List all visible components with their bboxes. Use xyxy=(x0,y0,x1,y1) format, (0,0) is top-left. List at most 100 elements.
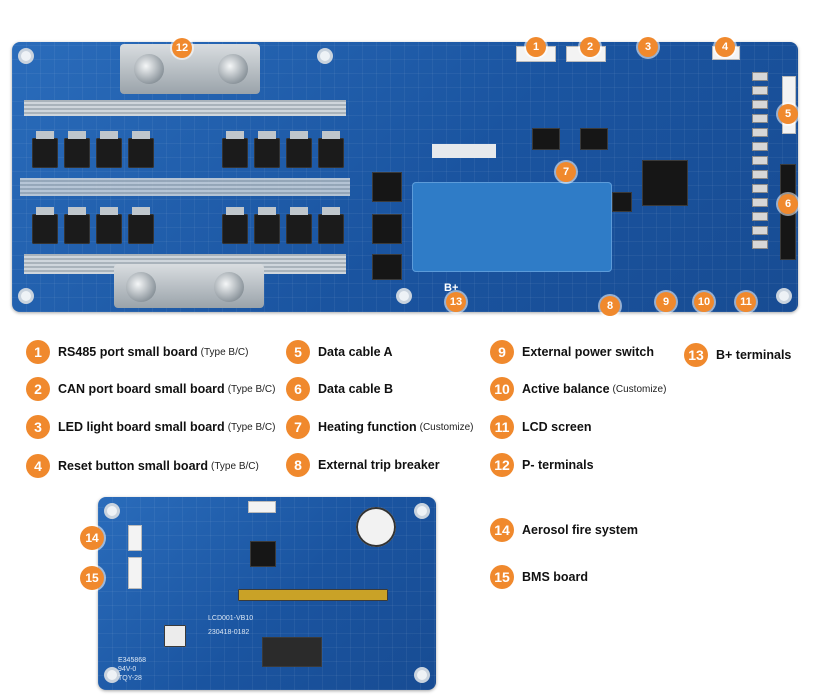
buzzer xyxy=(356,507,396,547)
callout-6: 6 xyxy=(778,194,798,214)
mosfet xyxy=(128,207,154,244)
legend-label: Aerosol fire system xyxy=(522,523,639,537)
mosfet xyxy=(222,207,248,244)
balance-resistor xyxy=(752,226,768,235)
mosfet xyxy=(96,207,122,244)
legend-number: 6 xyxy=(286,377,310,401)
legend-label: P- terminals xyxy=(522,458,594,472)
legend-item-4: 4 Reset button small board (Type B/C) xyxy=(26,454,259,478)
callout-1: 1 xyxy=(526,37,546,57)
mosfet xyxy=(254,207,280,244)
legend-number: 7 xyxy=(286,415,310,439)
legend-number: 8 xyxy=(286,453,310,477)
mosfet xyxy=(128,131,154,168)
balance-resistor xyxy=(752,170,768,179)
lcd-model-silkscreen: LCD001-VB10 xyxy=(208,615,254,622)
main-bms-board-photo: B+ xyxy=(12,42,798,312)
legend-label: CAN port board small board xyxy=(58,382,225,396)
legend-label: LCD screen xyxy=(522,420,592,434)
callout-10: 10 xyxy=(694,292,714,312)
heatsink-top xyxy=(24,100,346,116)
legend-item-10: 10 Active balance (Customize) xyxy=(490,377,666,401)
legend-number: 5 xyxy=(286,340,310,364)
legend-number: 3 xyxy=(26,415,50,439)
legend-label: LED light board small board xyxy=(58,420,225,434)
legend-item-2: 2 CAN port board small board (Type B/C) xyxy=(26,377,275,401)
legend-label: Reset button small board xyxy=(58,459,209,473)
legend-item-13: 13 B+ terminals xyxy=(684,343,791,367)
mosfet xyxy=(286,131,312,168)
balance-resistor xyxy=(752,100,768,109)
legend-item-1: 1 RS485 port small board (Type B/C) xyxy=(26,340,248,364)
mosfet xyxy=(222,131,248,168)
mosfet xyxy=(286,207,312,244)
mounting-hole xyxy=(396,288,412,304)
ic-chip xyxy=(580,128,608,150)
callout-4: 4 xyxy=(715,37,735,57)
mounting-hole xyxy=(104,667,120,683)
legend-note: (Customize) xyxy=(612,383,667,395)
legend-item-14: 14 Aerosol fire system xyxy=(490,518,638,542)
mosfet xyxy=(96,131,122,168)
heating-daughter-board xyxy=(412,182,612,272)
callout-11: 11 xyxy=(736,292,756,312)
terminal-bolt xyxy=(126,272,156,302)
legend-item-7: 7 Heating function (Customize) xyxy=(286,415,474,439)
mosfet xyxy=(318,207,344,244)
callout-15: 15 xyxy=(80,566,104,590)
legend-label: Data cable B xyxy=(318,382,394,396)
legend-number: 9 xyxy=(490,340,514,364)
legend-label: External trip breaker xyxy=(318,458,440,472)
lcd-bms-board-photo: LCD001-VB10 230418-0182 E345868 94V-0 TQ… xyxy=(98,497,436,690)
legend-item-15: 15 BMS board xyxy=(490,565,588,589)
balance-resistor xyxy=(752,156,768,165)
legend-label: Heating function xyxy=(318,420,417,434)
b-plus-silkscreen: B+ xyxy=(444,282,459,294)
mosfet xyxy=(64,131,90,168)
legend-item-12: 12 P- terminals xyxy=(490,453,594,477)
legend-label: Data cable A xyxy=(318,345,393,359)
mounting-hole xyxy=(18,288,34,304)
lcd-code-silkscreen: 230418-0182 xyxy=(208,629,250,636)
balance-resistor xyxy=(752,240,768,249)
mosfet xyxy=(64,207,90,244)
callout-3: 3 xyxy=(638,37,658,57)
callout-12: 12 xyxy=(172,38,192,58)
balance-resistor xyxy=(752,72,768,81)
power-chip xyxy=(372,254,402,280)
power-chip xyxy=(372,214,402,244)
legend-label: BMS board xyxy=(522,570,588,584)
legend-item-5: 5 Data cable A xyxy=(286,340,393,364)
legend-number: 2 xyxy=(26,377,50,401)
callout-2: 2 xyxy=(580,37,600,57)
ul-mark-silkscreen: E345868 xyxy=(118,657,147,664)
balance-resistor xyxy=(752,212,768,221)
lcd-screen-connector xyxy=(262,637,322,667)
balance-resistor xyxy=(752,184,768,193)
mosfet xyxy=(32,207,58,244)
lcd-pin-header xyxy=(238,589,388,601)
balance-resistor xyxy=(752,86,768,95)
legend-number: 15 xyxy=(490,565,514,589)
legend-number: 10 xyxy=(490,377,514,401)
mosfet xyxy=(318,131,344,168)
mounting-hole xyxy=(414,503,430,519)
heatsink-middle xyxy=(20,178,350,196)
terminal-bolt xyxy=(218,54,248,84)
legend-label: External power switch xyxy=(522,345,654,359)
legend-item-8: 8 External trip breaker xyxy=(286,453,440,477)
mosfet xyxy=(32,131,58,168)
power-chip xyxy=(372,172,402,202)
callout-5: 5 xyxy=(778,104,798,124)
mosfet xyxy=(254,131,280,168)
microcontroller-chip xyxy=(642,160,688,206)
balance-resistor xyxy=(752,142,768,151)
balance-resistor xyxy=(752,198,768,207)
callout-7: 7 xyxy=(556,162,576,182)
callout-13: 13 xyxy=(446,292,466,312)
legend-note: (Type B/C) xyxy=(211,460,259,472)
legend-note: (Type B/C) xyxy=(200,346,249,358)
header-connector xyxy=(248,501,276,513)
callout-9: 9 xyxy=(656,292,676,312)
legend-number: 11 xyxy=(490,415,514,439)
